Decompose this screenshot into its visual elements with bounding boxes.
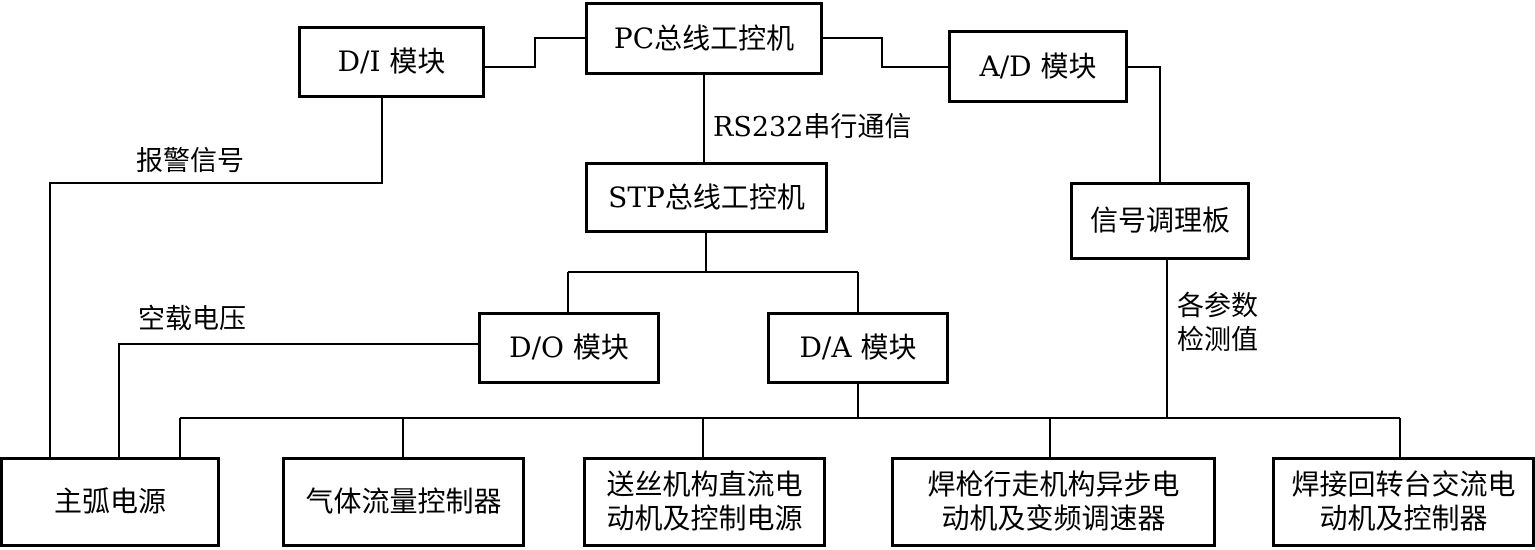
da-module-box: D/A 模块 xyxy=(767,312,949,384)
line-pc-di xyxy=(485,37,585,68)
gas-flow-controller-box: 气体流量控制器 xyxy=(282,457,525,547)
line-pc-ad xyxy=(823,37,948,68)
ad-module-box: A/D 模块 xyxy=(948,30,1128,103)
main-arc-power-box: 主弧电源 xyxy=(0,457,220,547)
rs232-label: RS232串行通信 xyxy=(713,112,912,143)
di-module-box: D/I 模块 xyxy=(298,26,485,98)
stp-bus-ipc-box: STP总线工控机 xyxy=(585,162,828,233)
line-ad-signal xyxy=(1128,66,1161,182)
torch-travel-motor-box: 焊枪行走机构异步电动机及变频调速器 xyxy=(891,457,1216,547)
parameter-values-label: 各参数检测值 xyxy=(1177,291,1258,356)
alarm-signal-label: 报警信号 xyxy=(136,146,244,177)
pc-bus-ipc-box: PC总线工控机 xyxy=(585,2,823,75)
turntable-motor-box: 焊接回转台交流电动机及控制器 xyxy=(1272,457,1535,547)
do-module-box: D/O 模块 xyxy=(478,312,660,384)
wire-feed-motor-box: 送丝机构直流电动机及控制电源 xyxy=(583,457,826,547)
signal-conditioning-board-box: 信号调理板 xyxy=(1070,182,1250,260)
line-di-main xyxy=(49,98,383,457)
line-do-main xyxy=(118,343,478,457)
no-load-voltage-label: 空载电压 xyxy=(138,304,246,335)
